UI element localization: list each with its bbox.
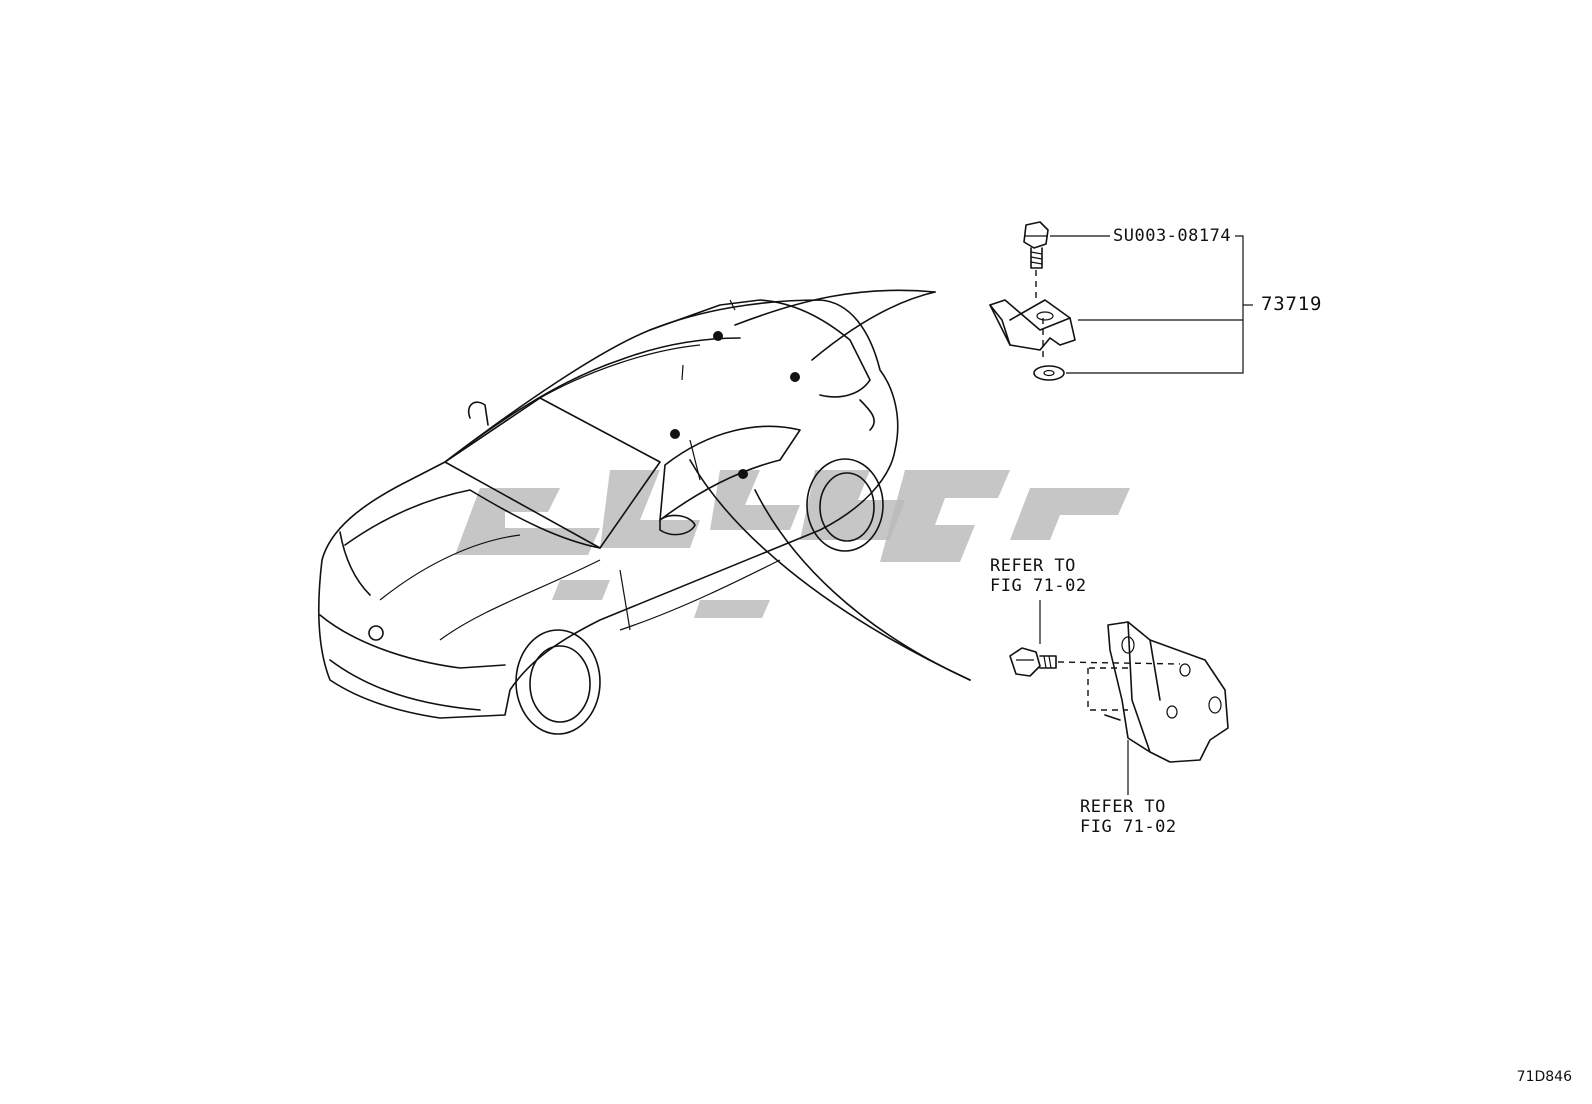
refer-lower-line2[interactable]: FIG 71-02 xyxy=(1080,817,1177,837)
lower-bracket-detail xyxy=(1009,600,1229,795)
assembly-part-number[interactable]: 73719 xyxy=(1261,293,1323,315)
pointer-leaders xyxy=(689,289,971,681)
figure-id: 71D846 xyxy=(1516,1069,1572,1085)
bracket-assembly-detail xyxy=(989,221,1253,381)
bolt-part-number[interactable]: SU003-08174 xyxy=(1113,226,1232,246)
refer-lower-line1[interactable]: REFER TO xyxy=(1080,797,1166,817)
refer-upper-line2[interactable]: FIG 71-02 xyxy=(990,576,1087,596)
car-illustration xyxy=(317,299,899,735)
refer-upper-line1[interactable]: REFER TO xyxy=(990,556,1076,576)
